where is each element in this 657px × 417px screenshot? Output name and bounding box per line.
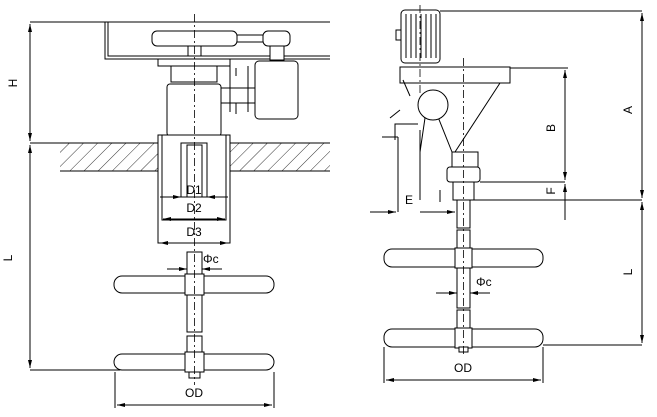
left-view: H L D1 D2 D3 Φc OD xyxy=(1,14,330,408)
label-shaft-diameter: Φc xyxy=(476,275,492,289)
terminal-box xyxy=(395,29,402,41)
collar xyxy=(451,151,479,168)
pipe-section xyxy=(417,89,449,121)
label-F: F xyxy=(544,187,558,194)
label-L: L xyxy=(621,268,635,275)
top-plate xyxy=(399,66,511,84)
label-D3: D3 xyxy=(186,225,202,239)
motor xyxy=(254,60,299,120)
motor-bracket xyxy=(221,66,255,114)
label-B: B xyxy=(544,124,558,132)
small-pulley xyxy=(262,30,291,47)
motor-fins xyxy=(405,14,437,58)
gearbox-flange xyxy=(157,58,231,67)
label-OD: OD xyxy=(454,361,472,375)
label-OD: OD xyxy=(185,386,203,400)
label-D1: D1 xyxy=(186,183,202,197)
motor-shaft xyxy=(269,45,285,61)
side-bracket xyxy=(382,109,421,212)
drive-frame xyxy=(104,22,330,60)
label-H: H xyxy=(6,79,20,88)
right-view: A B F E L Φc OD xyxy=(370,5,644,383)
gearbox-body xyxy=(166,83,222,137)
label-L: L xyxy=(1,254,15,261)
label-E: E xyxy=(405,193,413,207)
label-shaft-diameter: Φc xyxy=(203,252,219,266)
label-A: A xyxy=(621,106,635,114)
gearbox-neck xyxy=(170,65,218,83)
cone-hopper xyxy=(402,79,501,153)
label-D2: D2 xyxy=(186,201,202,215)
